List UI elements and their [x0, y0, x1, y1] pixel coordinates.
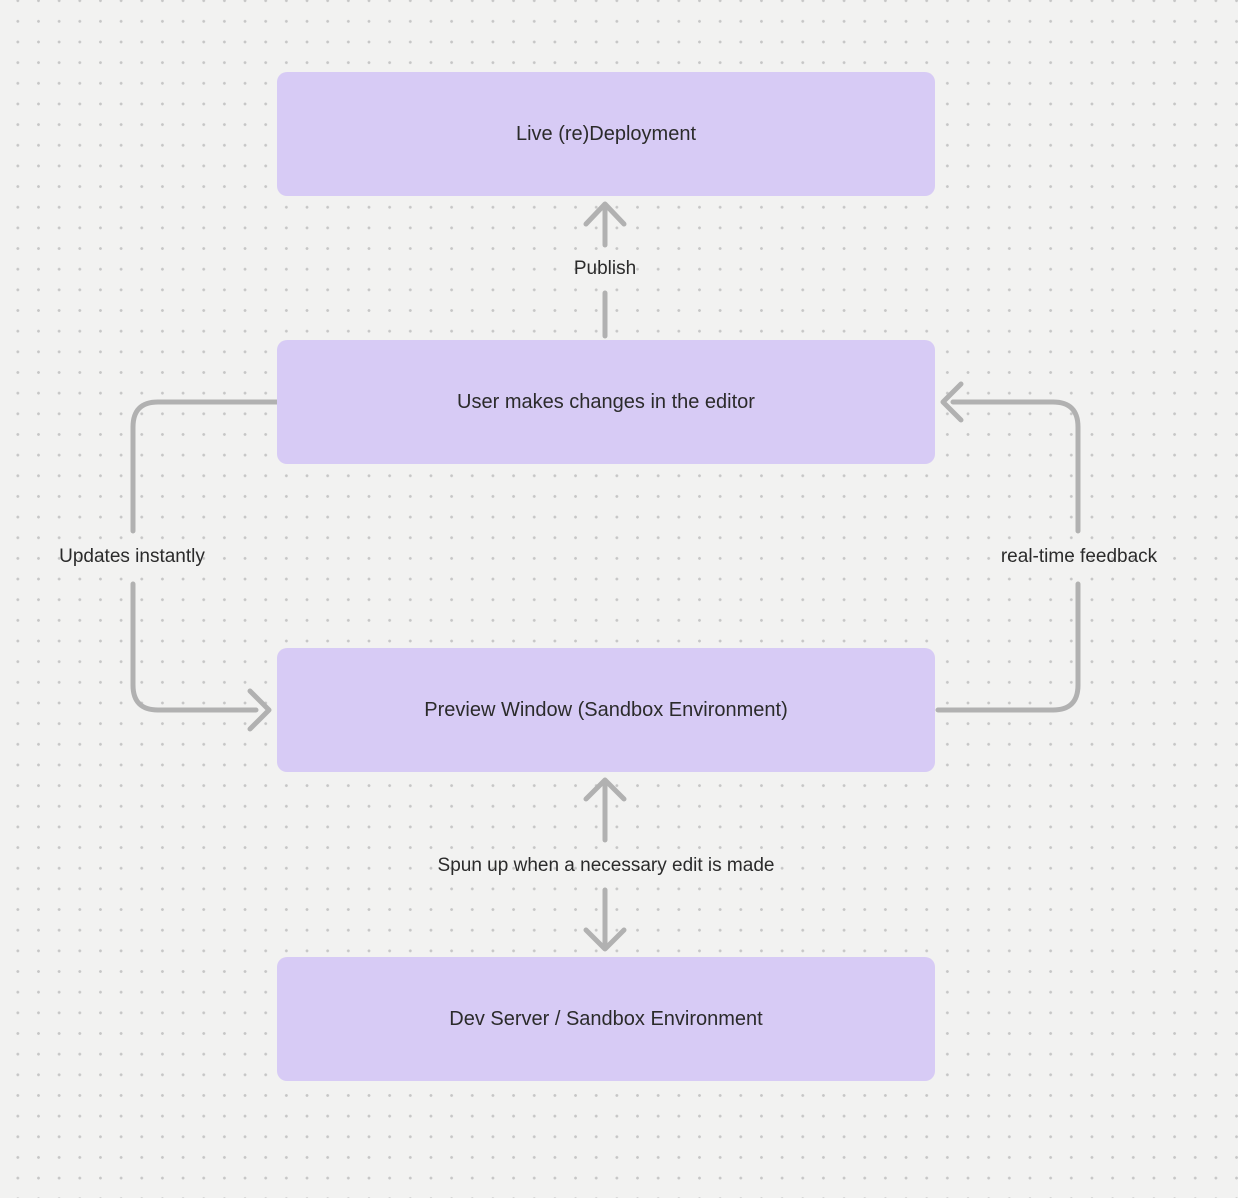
edge-label-updates-instantly: Updates instantly: [59, 546, 205, 567]
node-editor-changes[interactable]: User makes changes in the editor: [277, 340, 935, 464]
node-dev-server[interactable]: Dev Server / Sandbox Environment: [277, 957, 935, 1081]
node-label: Preview Window (Sandbox Environment): [424, 699, 788, 721]
edge-label-spun-up: Spun up when a necessary edit is made: [437, 855, 775, 876]
edge-real-time-feedback-arrow: [935, 381, 1081, 713]
node-preview-window[interactable]: Preview Window (Sandbox Environment): [277, 648, 935, 772]
node-label: Dev Server / Sandbox Environment: [449, 1008, 763, 1030]
edge-updates-instantly-arrow: [130, 399, 280, 732]
edge-spun-up-arrows: [583, 777, 627, 952]
edge-publish-arrow: [583, 201, 627, 339]
edge-label-real-time-feedback: real-time feedback: [1000, 546, 1158, 567]
node-live-redeployment[interactable]: Live (re)Deployment: [277, 72, 935, 196]
node-label: User makes changes in the editor: [457, 391, 755, 413]
node-label: Live (re)Deployment: [515, 123, 697, 145]
edge-label-publish: Publish: [573, 258, 637, 279]
